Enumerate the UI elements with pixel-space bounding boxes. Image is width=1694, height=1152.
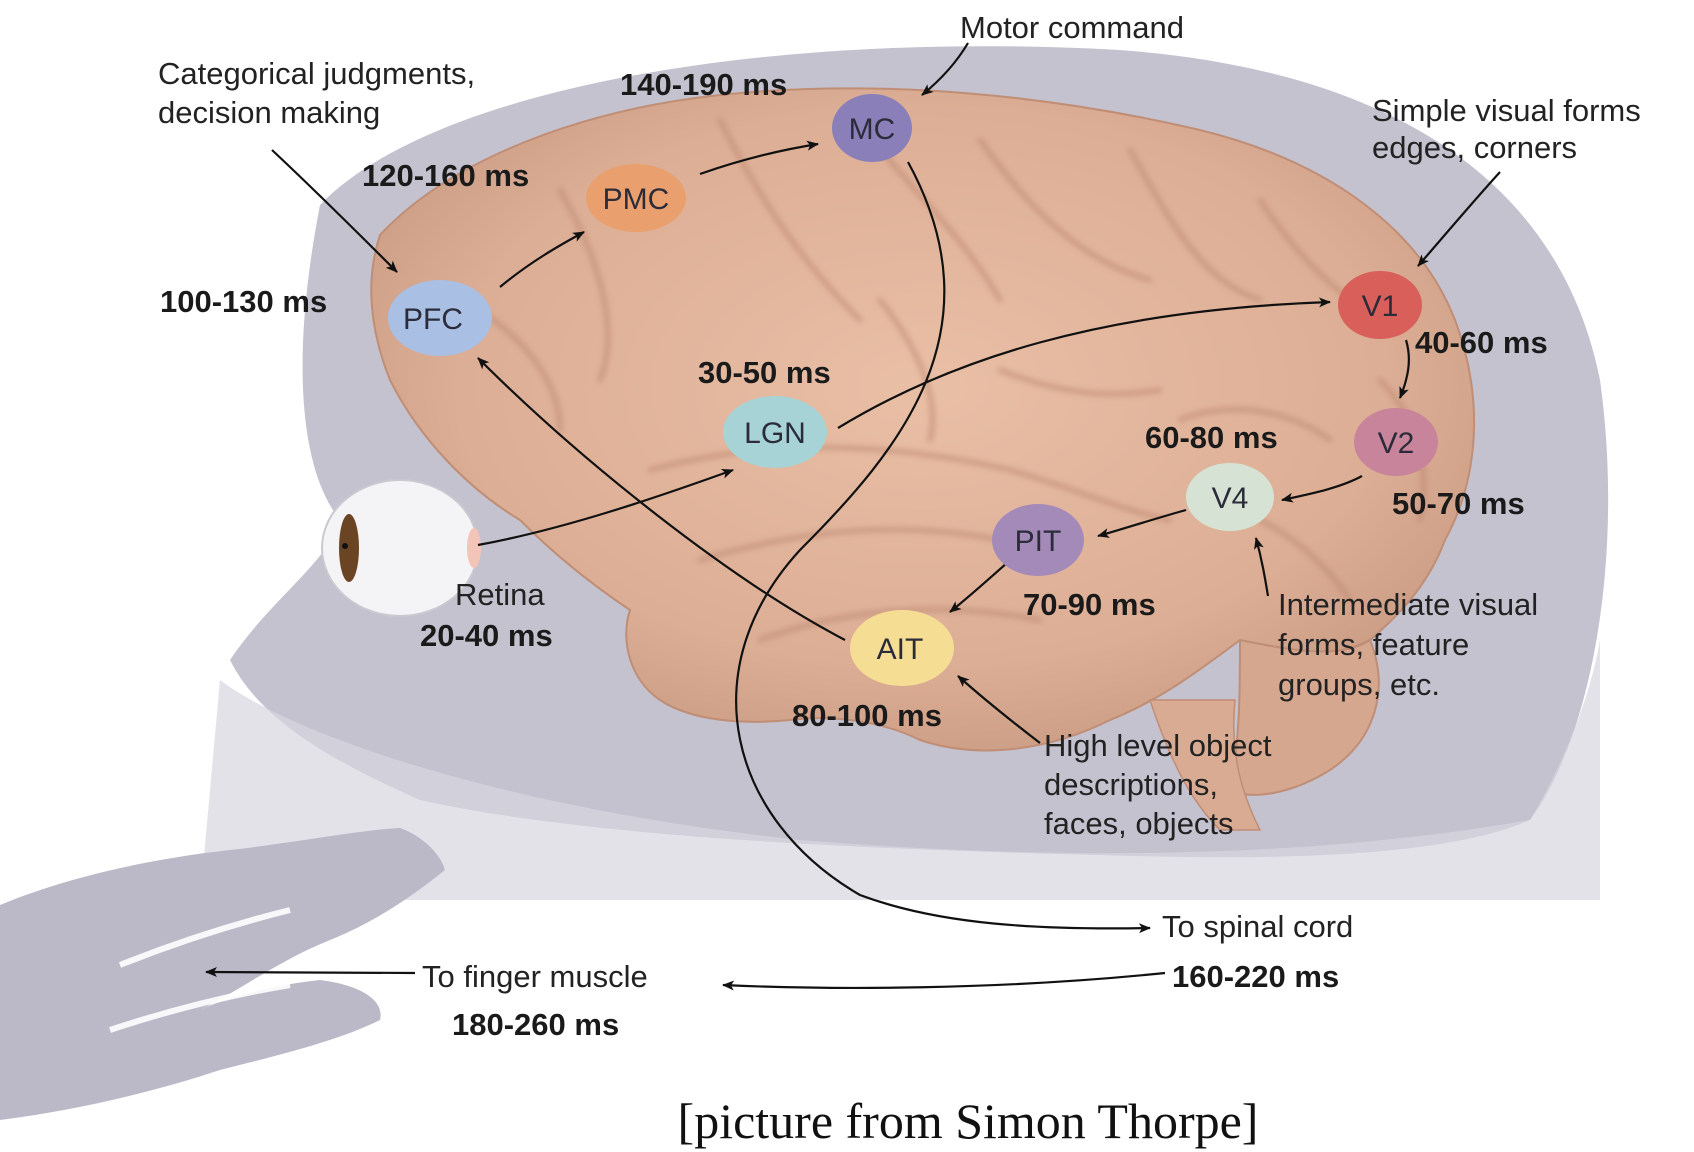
v1-label: V1 [1362,290,1399,323]
v2-label: V2 [1378,427,1415,460]
node-v1: V1 [1338,271,1422,339]
intermediate-label-3: groups, etc. [1278,667,1440,702]
pmc-timing: 120-160 ms [362,158,529,193]
v4-timing: 60-80 ms [1145,420,1278,455]
finger-muscle-label: To finger muscle [422,959,648,994]
ait-timing: 80-100 ms [792,698,942,733]
retina-label: Retina [455,577,545,612]
lgn-timing: 30-50 ms [698,355,831,390]
pit-label: PIT [1015,525,1062,558]
lgn-label: LGN [744,417,806,450]
pit-timing: 70-90 ms [1023,587,1156,622]
high-level-label-3: faces, objects [1044,806,1234,841]
categorical-label-2: decision making [158,95,380,130]
mc-timing: 140-190 ms [620,67,787,102]
finger-muscle-timing: 180-260 ms [452,1007,619,1042]
mc-label: MC [849,113,896,146]
simple-label-2: edges, corners [1372,130,1577,165]
node-ait: AIT [850,610,954,686]
high-level-label-2: descriptions, [1044,767,1218,802]
categorical-label-1: Categorical judgments, [158,56,475,91]
caption: [picture from Simon Thorpe] [678,1093,1259,1149]
pfc-timing: 100-130 ms [160,284,327,319]
pathway-arrows [205,42,1501,991]
simple-label-1: Simple visual forms [1372,93,1641,128]
node-v4: V4 [1186,463,1274,531]
intermediate-label-1: Intermediate visual [1278,587,1538,622]
pfc-label: PFC [403,303,463,336]
eye [321,479,481,617]
motor-command-label: Motor command [960,10,1184,45]
node-lgn: LGN [723,396,827,468]
hand-silhouette [0,828,445,1120]
node-pit: PIT [992,504,1084,576]
node-mc: MC [832,94,912,162]
v4-label: V4 [1212,482,1249,515]
ait-label: AIT [877,633,924,666]
cerebellum [1228,638,1380,796]
node-v2: V2 [1354,408,1438,476]
spinal-cord-timing: 160-220 ms [1172,959,1339,994]
pmc-label: PMC [603,183,670,216]
high-level-label-1: High level object [1044,728,1272,763]
node-pmc: PMC [586,164,686,232]
node-pfc: PFC [388,280,492,356]
retina-timing: 20-40 ms [420,618,553,653]
intermediate-label-2: forms, feature [1278,627,1469,662]
v2-timing: 50-70 ms [1392,486,1525,521]
spinal-cord-label: To spinal cord [1162,909,1353,944]
v1-timing: 40-60 ms [1415,325,1548,360]
head-shading [200,640,1600,900]
